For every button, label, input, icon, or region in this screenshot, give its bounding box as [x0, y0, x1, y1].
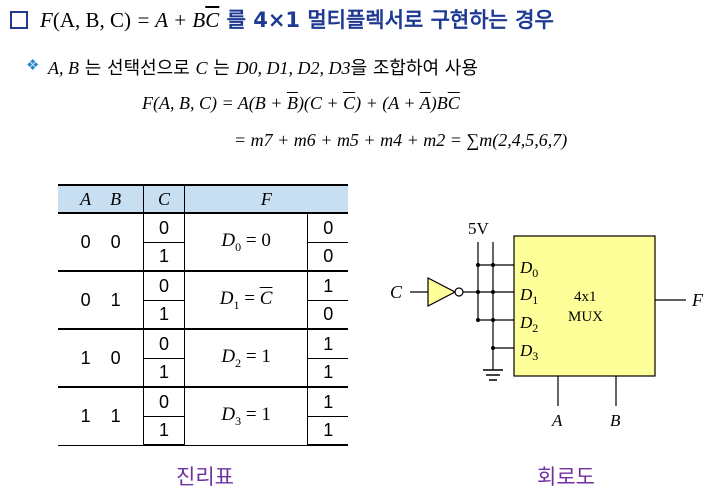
mux-block	[513, 235, 656, 377]
title-text: 를 4×1 멀티플렉서로 구현하는 경우	[219, 8, 554, 32]
mux-circuit: 5V C D0 D1 D2 D3 4x1 MUX F A B	[390, 219, 704, 430]
equation-line-1: F(A, B, C) = A(B + B)(C + C) + (A + A)BC	[142, 93, 460, 113]
caption-circuit: 회로도	[537, 465, 595, 489]
title-equation: F(A, B, C) = A + BC	[40, 8, 220, 32]
cell-f: 0	[307, 299, 348, 330]
cell-f: 0	[307, 212, 348, 243]
cell-f: 1	[307, 328, 348, 359]
junction-dot	[491, 346, 495, 350]
mux-input-d3: D3	[519, 341, 538, 363]
mux-input-d1: D1	[519, 285, 538, 307]
cell-c: 0	[143, 386, 185, 417]
inverter-icon	[427, 277, 457, 307]
select-label-a: A	[551, 411, 563, 430]
header-c: C	[143, 184, 185, 214]
select-label-b: B	[610, 411, 621, 430]
cell-f: 1	[307, 357, 348, 388]
page-title: F(A, B, C) = A + BC 를 4×1 멀티플렉서로 구현하는 경우	[40, 4, 554, 34]
cell-c: 0	[143, 270, 185, 301]
header-f: F	[183, 184, 348, 214]
equation-line-2: = m7 + m6 + m5 + m4 + m2 = ∑m(2,4,5,6,7)	[234, 130, 568, 150]
mux-label-bottom: MUX	[568, 309, 603, 325]
cell-fx: D0 = 0	[183, 212, 309, 272]
diamond-bullet-icon: ❖	[26, 56, 40, 74]
junction-dot	[491, 290, 495, 294]
junction-dot	[476, 318, 480, 322]
cell-fx: D3 = 1	[183, 386, 309, 446]
subtitle: A, B 는 선택선으로 C 는 D0, D1, D2, D3을 조합하여 사용	[48, 58, 478, 79]
checkbox-bullet-icon	[10, 11, 28, 29]
cell-c: 0	[143, 328, 185, 359]
cell-c: 0	[143, 212, 185, 243]
cell-c: 1	[143, 415, 185, 446]
mux-label-top: 4x1	[574, 289, 597, 305]
cell-f: 1	[307, 415, 348, 446]
junction-dot	[491, 318, 495, 322]
cell-c: 1	[143, 299, 185, 330]
junction-dot	[476, 290, 480, 294]
cell-f: 0	[307, 241, 348, 272]
caption-truth-table: 진리표	[176, 465, 234, 489]
cell-fx: D1 = C	[183, 270, 309, 330]
cell-f: 1	[307, 270, 348, 301]
input-label: C	[390, 282, 403, 302]
junction-dot	[491, 263, 495, 267]
junction-dot	[476, 263, 480, 267]
cell-c: 1	[143, 241, 185, 272]
cell-c: 1	[143, 357, 185, 388]
mux-input-d0: D0	[519, 258, 538, 280]
supply-label: 5V	[468, 219, 490, 238]
output-label: F	[691, 290, 704, 310]
inverter-bubble	[454, 287, 464, 297]
cell-fx: D2 = 1	[183, 328, 309, 388]
cell-f: 1	[307, 386, 348, 417]
mux-input-d2: D2	[519, 313, 538, 335]
